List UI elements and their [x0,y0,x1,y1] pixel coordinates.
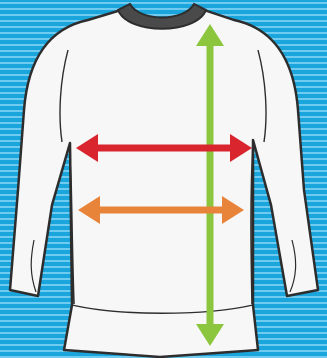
size-guide-svg [0,0,327,358]
size-guide-diagram [0,0,327,358]
